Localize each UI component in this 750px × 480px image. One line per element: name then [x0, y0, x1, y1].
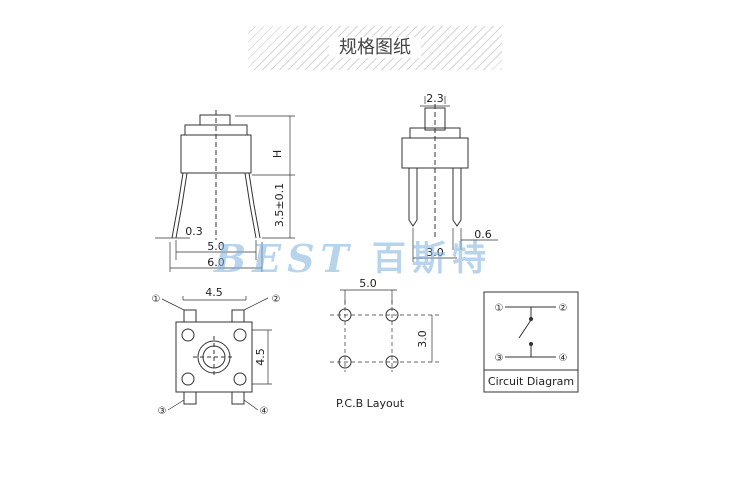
top-pin-3: ③	[158, 406, 167, 417]
pcb-dim-y: 3.0	[416, 330, 429, 348]
side-dim-lead: 3.5±0.1	[273, 183, 286, 227]
pcb-hole-3	[338, 355, 352, 369]
top-dim-width: 4.5	[205, 286, 223, 299]
top-body	[175, 321, 253, 393]
circuit-pin-2: ②	[559, 303, 568, 314]
side-dim-pin: 0.3	[185, 225, 203, 238]
front-dim-pin: 0.6	[474, 228, 492, 241]
side-leg-left	[171, 172, 184, 239]
side-dim-pitch: 5.0	[207, 240, 225, 253]
pcb-hole-1	[338, 308, 352, 322]
pcb-caption: P.C.B Layout	[336, 397, 405, 410]
side-dim-h: H	[271, 150, 284, 158]
circuit-pin-4: ④	[559, 353, 568, 364]
side-view	[155, 110, 295, 272]
front-pin-right	[452, 168, 462, 227]
front-pin-left	[408, 168, 418, 227]
front-view	[401, 96, 498, 262]
pcb-hole-4	[385, 355, 399, 369]
top-pin-1: ①	[152, 294, 161, 305]
front-dim-pitch: 3.0	[426, 246, 444, 259]
watermark-chinese: 百斯特	[372, 239, 492, 279]
pcb-layout	[330, 289, 440, 372]
pcb-hole-2	[385, 308, 399, 322]
page-title: 规格图纸	[248, 26, 502, 70]
front-plunger	[424, 107, 446, 131]
title-banner: 规格图纸	[248, 26, 502, 70]
watermark-latin: BEST	[213, 236, 355, 281]
circuit-frame	[483, 291, 579, 393]
side-plunger	[199, 114, 231, 126]
pcb-dim-x: 5.0	[359, 277, 377, 290]
circuit-diagram	[483, 291, 579, 393]
side-dim-body: 6.0	[207, 256, 225, 269]
side-leg-right	[248, 172, 261, 239]
front-dim-top: 2.3	[426, 92, 444, 105]
circuit-pin-1: ①	[495, 303, 504, 314]
top-pin-2: ②	[272, 294, 281, 305]
top-pin-4: ④	[260, 406, 269, 417]
circuit-pin-3: ③	[495, 353, 504, 364]
circuit-caption: Circuit Diagram	[488, 375, 574, 388]
switch-contact	[518, 319, 532, 339]
top-view	[161, 296, 272, 411]
top-dim-height: 4.5	[254, 348, 267, 366]
